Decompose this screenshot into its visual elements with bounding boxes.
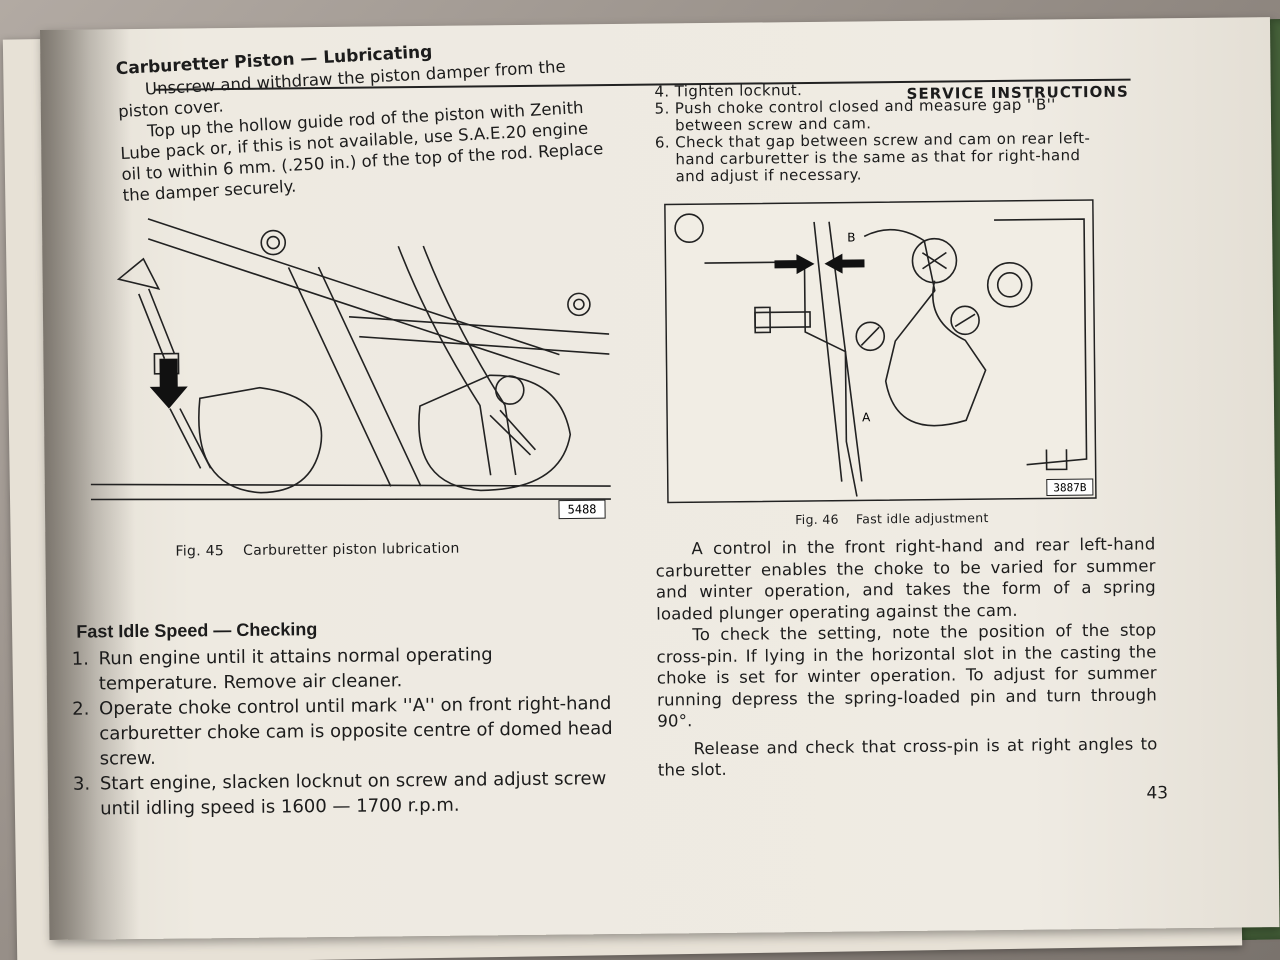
step-list-continued: Tighten locknut. Push choke control clos… xyxy=(649,79,1100,186)
label-a: A xyxy=(862,410,871,424)
page-number: 43 xyxy=(1146,783,1169,804)
section-title: Fast Idle Speed — Checking xyxy=(76,619,318,642)
figure-45-caption: Fig. 45 Carburetter piston lubrication xyxy=(175,540,460,560)
figure-ref: 5488 xyxy=(568,502,597,516)
figure-46-caption: Fig. 46 Fast idle adjustment xyxy=(795,510,989,528)
step-list: Run engine until it attains normal opera… xyxy=(76,641,618,822)
paragraph: A control in the front right-hand and re… xyxy=(655,534,1156,624)
list-item: Run engine until it attains normal opera… xyxy=(94,641,616,696)
list-item: Start engine, slacken locknut on screw a… xyxy=(96,766,618,821)
choke-description: A control in the front right-hand and re… xyxy=(655,533,1158,781)
figure-45: 5488 xyxy=(88,204,611,529)
list-item: Check that gap between screw and cam on … xyxy=(675,129,1100,185)
label-b: B xyxy=(847,230,855,244)
engine-illustration: 5488 xyxy=(90,218,611,520)
choke-illustration: B A 3887B xyxy=(664,199,1097,504)
manual-page: SERVICE INSTRUCTIONS Carburetter Piston … xyxy=(40,17,1280,940)
list-item: Operate choke control until mark ''A'' o… xyxy=(95,691,618,771)
section-fast-idle: Fast Idle Speed — Checking Run engine un… xyxy=(76,616,618,822)
section-piston: Carburetter Piston — Lubricating Unscrew… xyxy=(115,33,612,206)
paragraph: To check the setting, note the position … xyxy=(656,620,1158,731)
paragraph: Release and check that cross-pin is at r… xyxy=(657,733,1158,780)
step-list: Tighten locknut. Push choke control clos… xyxy=(649,79,1100,186)
figure-ref: 3887B xyxy=(1053,481,1087,494)
figure-46: B A 3887B xyxy=(664,199,1097,504)
